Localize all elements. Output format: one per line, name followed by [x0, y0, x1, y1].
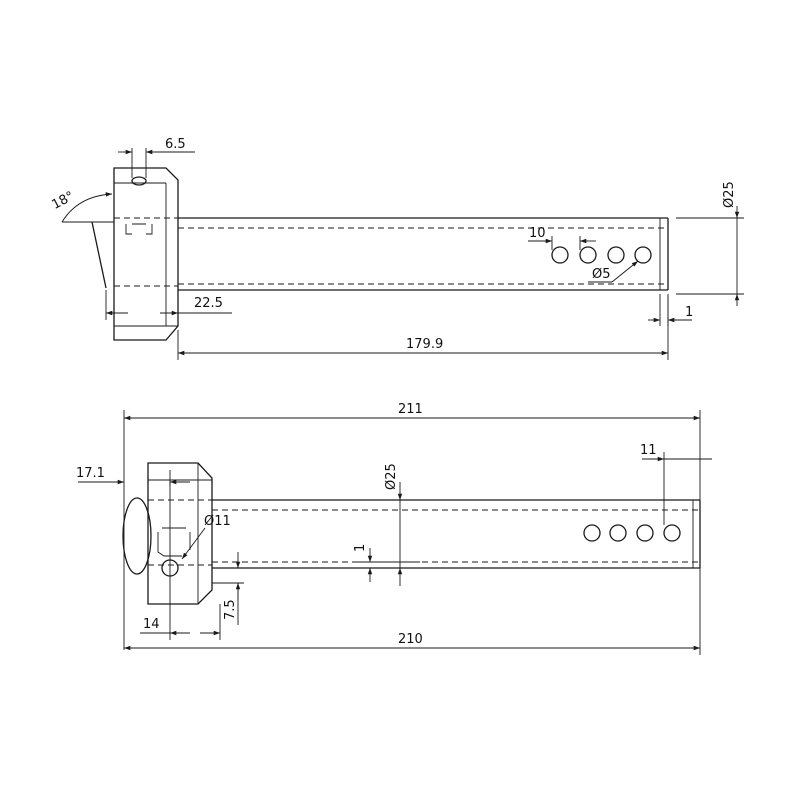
tube — [178, 217, 669, 291]
dim-side-17-1: 17.1 — [76, 466, 190, 486]
dim-label: 6.5 — [165, 137, 186, 152]
clamp-block — [147, 462, 213, 605]
dim-label: Ø11 — [204, 514, 231, 529]
dim-top-6-5: 6.5 — [118, 137, 195, 178]
dim-side-11: 11 — [640, 443, 712, 525]
dim-label: 7.5 — [223, 599, 238, 620]
dim-label: 210 — [398, 632, 423, 647]
dim-label: 14 — [143, 617, 160, 632]
dim-side-7-5: 7.5 — [212, 552, 244, 625]
dim-side-211: 211 — [123, 402, 701, 650]
dim-top-179-9: 179.9 — [177, 296, 669, 360]
dim-label: 11 — [640, 443, 657, 458]
dim-side-1: 1 — [353, 544, 420, 582]
hole — [607, 246, 625, 264]
dim-side-14: 14 — [140, 604, 221, 640]
dim-top-dia25: Ø25 — [676, 181, 744, 306]
side-view: 211 17.1 Ø25 11 Ø11 — [76, 402, 712, 655]
dim-side-210: 210 — [124, 568, 701, 655]
dim-label: Ø25 — [722, 181, 737, 208]
dim-label: Ø5 — [592, 267, 611, 282]
adjustment-holes — [583, 524, 681, 542]
dim-top-18deg: 18° — [49, 189, 113, 223]
dim-label: 211 — [398, 402, 423, 417]
dim-label: Ø25 — [384, 463, 399, 490]
hole — [634, 246, 652, 264]
dim-label: 179.9 — [406, 337, 443, 352]
dim-top-10: 10 — [528, 226, 596, 250]
hole — [551, 246, 569, 264]
round-end — [122, 497, 152, 575]
dim-top-dia5: Ø5 — [588, 260, 639, 283]
dim-top-22-5: 22.5 — [105, 290, 232, 320]
dim-label: 10 — [529, 226, 546, 241]
dim-top-1: 1 — [648, 294, 693, 326]
adjustment-holes — [551, 246, 652, 264]
dim-label: 22.5 — [194, 296, 223, 311]
dim-label: 1 — [685, 305, 693, 320]
dim-label: 17.1 — [76, 466, 105, 481]
hole — [663, 524, 681, 542]
hole — [583, 524, 601, 542]
top-view: 6.5 18° Ø25 10 Ø5 — [49, 137, 744, 360]
dim-side-dia25: Ø25 — [384, 463, 403, 586]
clamp-block — [91, 167, 179, 341]
hole — [579, 246, 597, 264]
hole — [636, 524, 654, 542]
hole — [609, 524, 627, 542]
tube — [212, 499, 701, 569]
dim-label: 1 — [353, 544, 368, 552]
dim-side-dia11: Ø11 — [181, 514, 231, 560]
